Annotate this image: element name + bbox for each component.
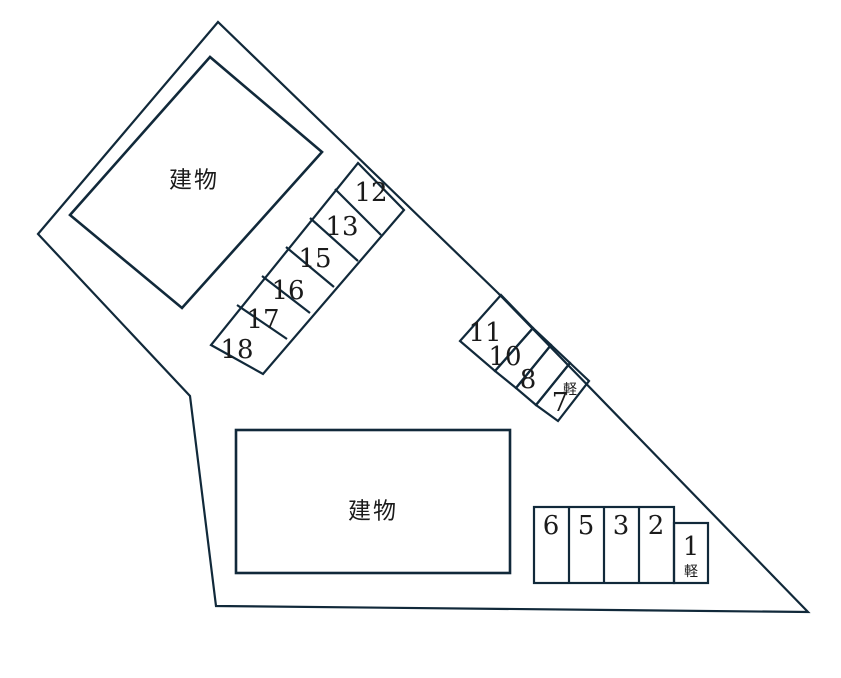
stall-13[interactable]: 13 bbox=[325, 212, 358, 242]
stall-12-label: 12 bbox=[354, 178, 387, 208]
stall-1-label: 1 bbox=[683, 532, 700, 562]
stall-12[interactable]: 12 bbox=[354, 178, 387, 208]
building-upper-label: 建物 bbox=[169, 168, 219, 194]
building-lower-label: 建物 bbox=[348, 499, 398, 525]
divider-13-15 bbox=[309, 217, 359, 262]
stall-15-label: 15 bbox=[298, 244, 331, 274]
divider-17-18 bbox=[236, 304, 288, 340]
block-bottom-right: 6 5 3 2 1 軽 bbox=[532, 505, 710, 585]
stall-18-label: 18 bbox=[220, 335, 253, 365]
stall-15[interactable]: 15 bbox=[298, 244, 331, 274]
stall-18[interactable]: 18 bbox=[220, 335, 253, 365]
stall-11-label: 11 bbox=[468, 318, 501, 348]
stall-8-label: 8 bbox=[520, 365, 537, 395]
stall-16[interactable]: 16 bbox=[271, 276, 304, 306]
stall-16-label: 16 bbox=[271, 276, 304, 306]
stall-6-label: 6 bbox=[543, 511, 560, 541]
stall-3-label: 3 bbox=[613, 511, 630, 541]
stall-1-kei-label: 軽 bbox=[684, 564, 698, 580]
stall-5-label: 5 bbox=[578, 511, 595, 541]
block-upper-left: 12 13 15 16 17 18 bbox=[209, 161, 406, 376]
stall-10-label: 10 bbox=[488, 342, 521, 372]
building-upper-outline bbox=[68, 55, 324, 310]
stall-17-label: 17 bbox=[246, 305, 279, 335]
stall-7-outline[interactable] bbox=[534, 361, 591, 423]
block-middle: 11 10 8 7 軽 bbox=[458, 293, 591, 423]
stall-1[interactable]: 1 軽 bbox=[683, 532, 700, 580]
stall-3[interactable]: 3 bbox=[613, 511, 630, 541]
stall-13-label: 13 bbox=[325, 212, 358, 242]
stall-17[interactable]: 17 bbox=[246, 305, 279, 335]
stall-5[interactable]: 5 bbox=[578, 511, 595, 541]
stall-7-label: 7 bbox=[552, 388, 569, 418]
divider-16-17 bbox=[261, 275, 311, 314]
stall-6[interactable]: 6 bbox=[543, 511, 560, 541]
divider-15-16 bbox=[285, 246, 335, 288]
stall-2[interactable]: 2 bbox=[648, 511, 665, 541]
stall-7-kei-label: 軽 bbox=[563, 382, 577, 398]
stall-2-label: 2 bbox=[648, 511, 665, 541]
divider-12-13 bbox=[334, 188, 382, 236]
property-boundary bbox=[36, 20, 811, 614]
stall-1-outline[interactable] bbox=[672, 521, 710, 585]
building-lower-outline bbox=[234, 428, 512, 575]
block-upper-left-outline bbox=[209, 161, 406, 376]
